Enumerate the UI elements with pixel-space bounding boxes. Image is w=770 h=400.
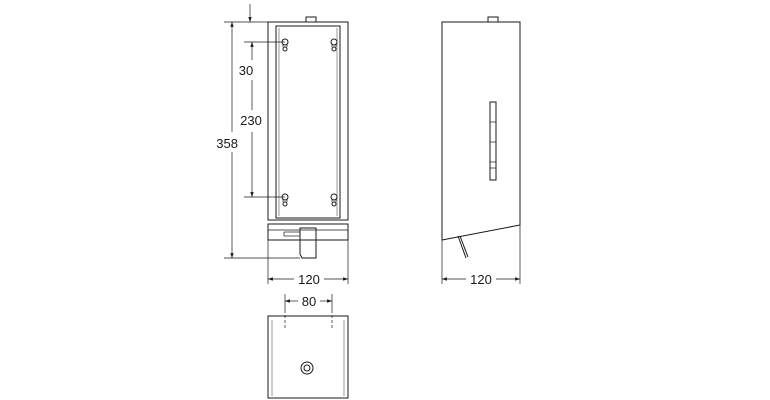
front-body-outline: [267, 21, 349, 221]
side-pump-lever: [457, 235, 467, 259]
dim-hole-spacing: 30 230: [239, 41, 285, 198]
mount-hole-bottom-left: [281, 193, 289, 207]
dim-front-width: 120: [267, 240, 349, 287]
mount-hole-bottom-right: [330, 193, 338, 207]
bottom-body-outline: [267, 315, 349, 399]
side-view: 120: [441, 16, 521, 287]
dim-hole-spacing-label: 230: [240, 113, 262, 128]
bottom-view: 80: [267, 294, 349, 399]
side-top-button: [487, 16, 499, 23]
dim-front-width-label: 120: [298, 272, 320, 287]
dim-bottom-hole-spacing: 80: [284, 294, 333, 310]
front-pump-nozzle: [299, 227, 317, 259]
dim-bottom-hole-spacing-label: 80: [302, 294, 316, 309]
dim-total-height: 358: [216, 21, 300, 259]
front-window: [275, 25, 341, 219]
front-view: 358 30 230 120: [216, 4, 349, 287]
mount-hole-top-left: [281, 38, 289, 52]
front-top-button: [305, 16, 317, 23]
bottom-pump-outlet: [300, 361, 314, 375]
front-base: [267, 223, 349, 241]
dim-side-width: 120: [441, 225, 521, 287]
dim-top-gap-label: 30: [239, 63, 253, 78]
side-body-outline: [441, 21, 521, 241]
dim-total-height-label: 358: [216, 136, 238, 151]
side-level-window: [489, 101, 497, 181]
mount-hole-top-right: [330, 38, 338, 52]
dim-side-width-label: 120: [470, 272, 492, 287]
